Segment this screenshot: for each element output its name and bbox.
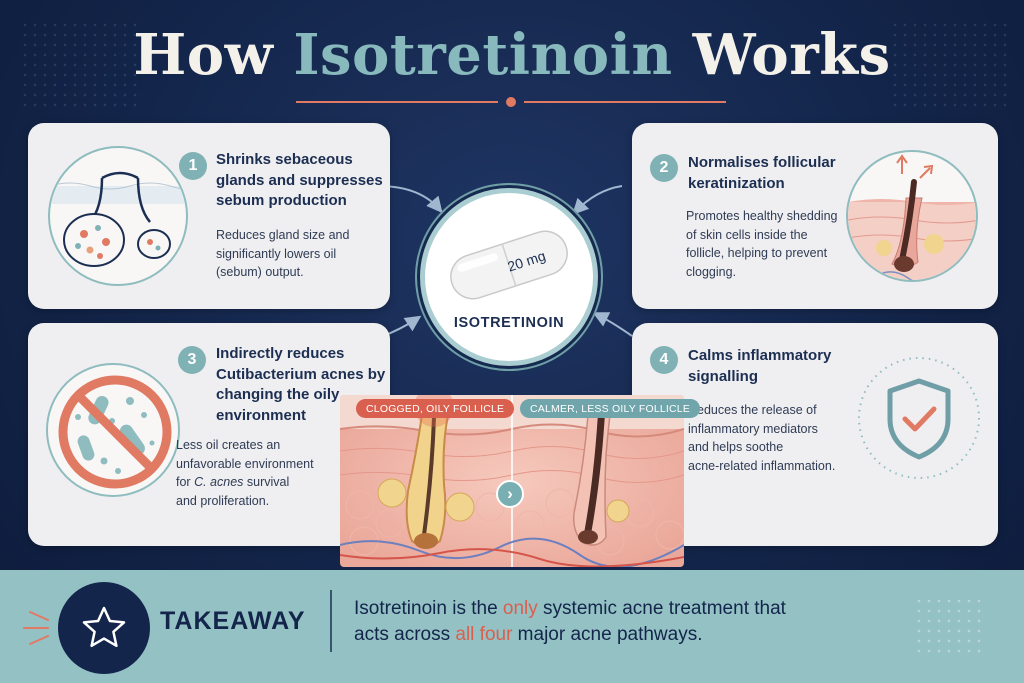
page-title: How Isotretinoin Works [133,22,891,88]
step-number: 1 [179,152,207,180]
species-name: C. acnes [194,475,244,489]
arrow-from-card-4 [592,312,633,337]
step-number: 2 [650,154,678,182]
takeaway-divider [330,590,332,652]
arrow-from-card-2 [572,185,623,215]
comparison-arrow-icon: › [496,480,524,508]
takeaway-label: TAKEAWAY [160,607,306,635]
drug-name: ISOTRETINOIN [453,315,565,331]
step-number: 3 [178,346,206,374]
no-bacteria-icon [46,363,180,497]
sparkle-lines-icon [23,611,49,645]
title-highlight: Isotretinoin [293,22,673,88]
title-rule-left [296,101,498,103]
dot-pattern-top-right [890,20,1010,110]
calmer-follicle-tag: CALMER, LESS OILY FOLLICLE [520,399,701,418]
step-number: 4 [650,346,678,374]
title-rule-right [524,101,726,103]
highlight-all-four: all four [455,624,513,646]
takeaway-text: Isotretinoin is the only systemic acne t… [354,598,786,646]
dot-pattern-bottom-right [914,596,984,656]
hair-follicle-icon [846,150,978,282]
shield-check-icon [854,353,984,483]
drug-capsule-circle: 20 mg [420,188,598,366]
highlight-only: only [502,598,538,619]
title-dot [506,97,516,107]
dot-pattern-top-left [20,20,140,110]
star-icon [82,606,126,648]
takeaway-band [0,570,1024,683]
clogged-follicle-tag: CLOGGED, OILY FOLLICLE [356,399,515,418]
star-badge [58,582,150,674]
sebaceous-gland-icon [48,146,188,286]
